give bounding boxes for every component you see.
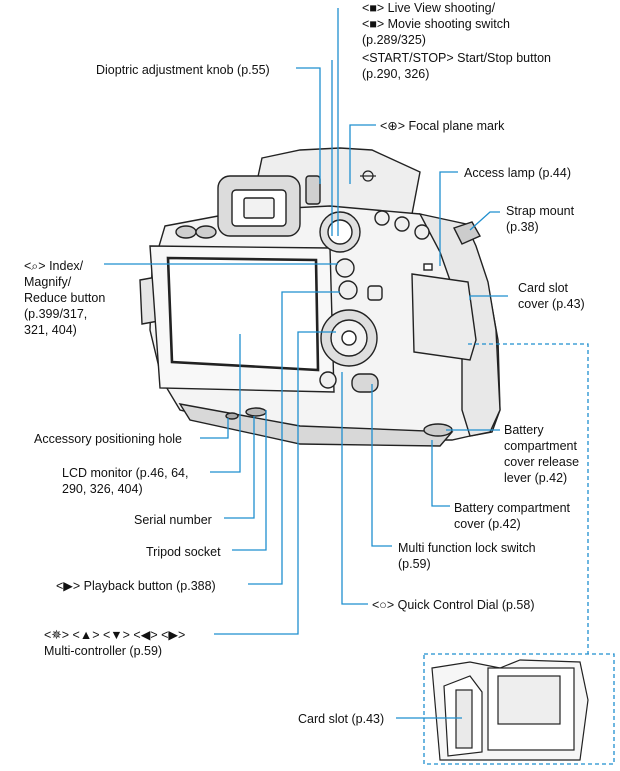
label-accessory-hole: Accessory positioning hole bbox=[34, 432, 182, 446]
label-multi-function-lock-page: (p.59) bbox=[398, 557, 431, 571]
label-index-pages-1: (p.399/317, bbox=[24, 307, 88, 321]
label-multi-controller-icons: <✵> <▲> <▼> <◀> <▶> bbox=[44, 628, 186, 642]
label-battery-lever-4: lever (p.42) bbox=[504, 471, 568, 485]
label-battery-cover: Battery compartment bbox=[454, 501, 571, 515]
leader-lines bbox=[104, 8, 508, 635]
label-battery-cover-page: cover (p.42) bbox=[454, 517, 521, 531]
label-live-view-shooting: <■> Live View shooting/ bbox=[362, 1, 496, 15]
label-access-lamp: Access lamp (p.44) bbox=[464, 166, 571, 180]
label-card-slot: Card slot (p.43) bbox=[298, 712, 385, 726]
detail-connector bbox=[423, 343, 615, 765]
label-strap-mount: Strap mount bbox=[506, 204, 575, 218]
label-card-slot-cover: Card slot bbox=[518, 281, 569, 295]
label-card-slot-cover-page: cover (p.43) bbox=[518, 297, 585, 311]
label-index-button: <⌕> Index/ bbox=[24, 259, 84, 273]
label-battery-lever-3: cover release bbox=[504, 455, 580, 469]
label-focal-plane-mark: <⊕> Focal plane mark bbox=[380, 119, 505, 133]
label-multi-controller: Multi-controller (p.59) bbox=[44, 644, 163, 658]
label-lcd-monitor-pages: 290, 326, 404) bbox=[62, 482, 143, 496]
focal-plane-mark-icon bbox=[360, 170, 376, 182]
label-dioptric-knob: Dioptric adjustment knob (p.55) bbox=[96, 63, 270, 77]
label-battery-lever-2: compartment bbox=[504, 439, 577, 453]
label-strap-mount-page: (p.38) bbox=[506, 220, 539, 234]
label-quick-control-dial: <○> Quick Control Dial (p.58) bbox=[372, 598, 535, 612]
label-magnify: Magnify/ bbox=[24, 275, 72, 289]
label-start-stop-button: <START/STOP> Start/Stop button bbox=[362, 51, 551, 65]
label-live-view-pages: (p.289/325) bbox=[362, 33, 426, 47]
label-start-stop-pages: (p.290, 326) bbox=[362, 67, 430, 81]
label-battery-lever-1: Battery bbox=[504, 423, 544, 437]
label-movie-shooting-switch: <■> Movie shooting switch bbox=[362, 17, 510, 31]
label-playback-button: <▶> Playback button (p.388) bbox=[56, 579, 216, 593]
label-serial-number: Serial number bbox=[134, 513, 212, 527]
camera-body bbox=[139, 147, 501, 447]
label-reduce-button: Reduce button bbox=[24, 291, 106, 305]
label-tripod-socket: Tripod socket bbox=[146, 545, 221, 559]
label-multi-function-lock: Multi function lock switch bbox=[398, 541, 536, 555]
label-lcd-monitor: LCD monitor (p.46, 64, bbox=[62, 466, 189, 480]
card-slot-inset bbox=[431, 659, 589, 761]
label-index-pages-2: 321, 404) bbox=[24, 323, 77, 337]
